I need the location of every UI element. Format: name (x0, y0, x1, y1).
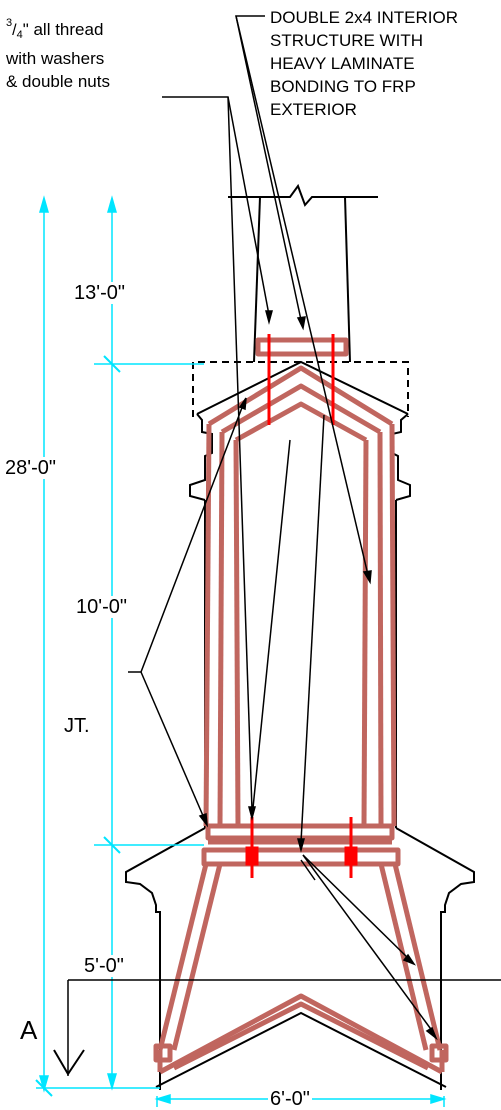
dim-base-width: 6'-0" (268, 1088, 312, 1110)
interior-structure (153, 337, 449, 1075)
dimension-lines (35, 195, 447, 1107)
dim-overall-height: 28'-0" (3, 457, 58, 479)
structure-note: DOUBLE 2x4 INTERIOR STRUCTURE WITH HEAVY… (270, 6, 458, 121)
dim-top-section: 13'-0" (72, 282, 127, 304)
dim-base-section: 5'-0" (82, 955, 126, 977)
bolt-note-line3: & double nuts (6, 72, 110, 91)
structure-note-line1: DOUBLE 2x4 INTERIOR (270, 8, 458, 27)
dim-middle-section: 10'-0" (74, 596, 129, 618)
section-cut-a (53, 979, 501, 1076)
bolt-note: 3/4" all thread with washers & double nu… (6, 12, 110, 93)
bolt-fraction: 3/4 (6, 17, 23, 41)
joint-label: JT. (62, 715, 92, 737)
structure-note-line5: EXTERIOR (270, 100, 357, 119)
all-thread-bolts (245, 334, 358, 878)
structure-note-line3: HEAVY LAMINATE (270, 54, 415, 73)
bolt-note-line1: 3/4" all thread (6, 17, 104, 41)
leader-lines (128, 15, 438, 1041)
structure-note-line4: BONDING TO FRP (270, 77, 416, 96)
structure-note-line2: STRUCTURE WITH (270, 31, 423, 50)
bolt-note-line2: with washers (6, 49, 105, 68)
section-marker-a: A (20, 1015, 38, 1045)
